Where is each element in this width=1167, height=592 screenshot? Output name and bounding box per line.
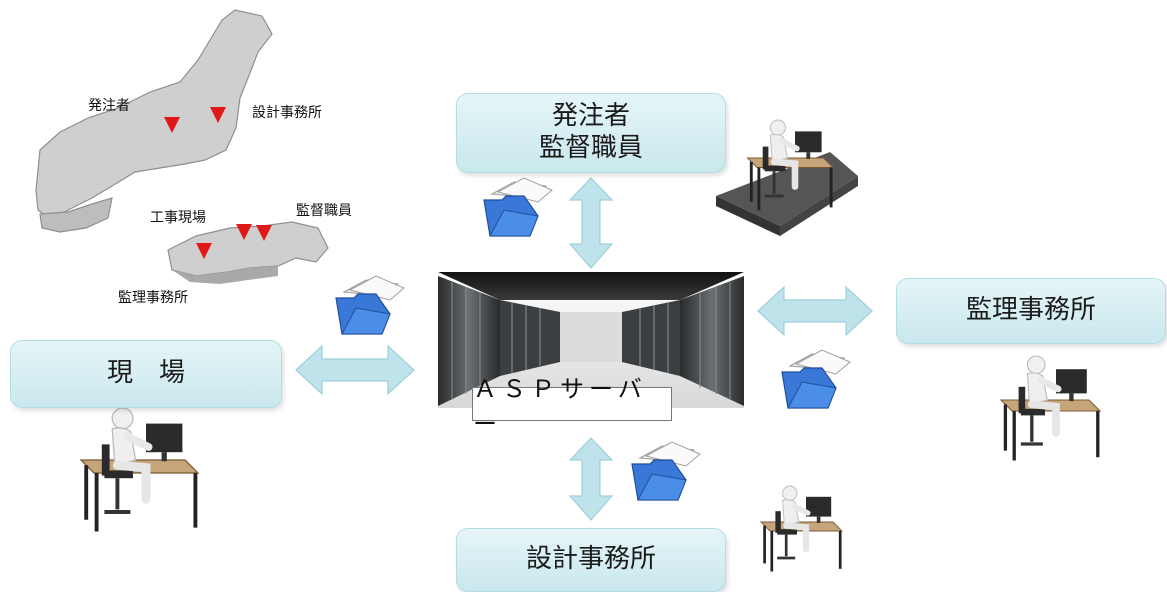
person-at-desk-icon (1001, 356, 1100, 461)
node-supervision-office-label: 監理事務所 (965, 295, 1096, 326)
map-label-supervisor: 監督職員 (296, 203, 352, 219)
double-arrow-icon (568, 177, 614, 269)
person-at-desk-icon (761, 486, 842, 572)
person-at-desk-icon (81, 408, 198, 532)
node-site-label: 現 場 (106, 358, 185, 389)
node-orderer-supervisor: 発注者 監督職員 (456, 93, 726, 173)
double-arrow-icon (757, 285, 873, 337)
map-label-orderer: 発注者 (88, 98, 130, 114)
double-arrow-icon (568, 437, 614, 521)
server-room-icon (438, 272, 744, 408)
folder-icon (335, 275, 405, 335)
folder-icon (781, 349, 851, 409)
node-design-office-label: 設計事務所 (525, 544, 656, 575)
node-orderer-supervisor-label: 発注者 監督職員 (538, 101, 643, 163)
node-design-office: 設計事務所 (456, 528, 726, 592)
node-supervision-office: 監理事務所 (896, 278, 1166, 344)
person-at-desk-icon (716, 120, 858, 236)
folder-icon (483, 177, 553, 237)
double-arrow-icon (295, 344, 415, 396)
node-site: 現 場 (10, 340, 282, 408)
japan-map-icon (35, 9, 329, 284)
map-label-supervision-office: 監理事務所 (118, 290, 188, 306)
map-label-design-office: 設計事務所 (252, 105, 322, 121)
folder-icon (631, 441, 701, 501)
server-label: ＡＳＰサーバー (472, 375, 672, 438)
map-label-site: 工事現場 (150, 210, 206, 226)
